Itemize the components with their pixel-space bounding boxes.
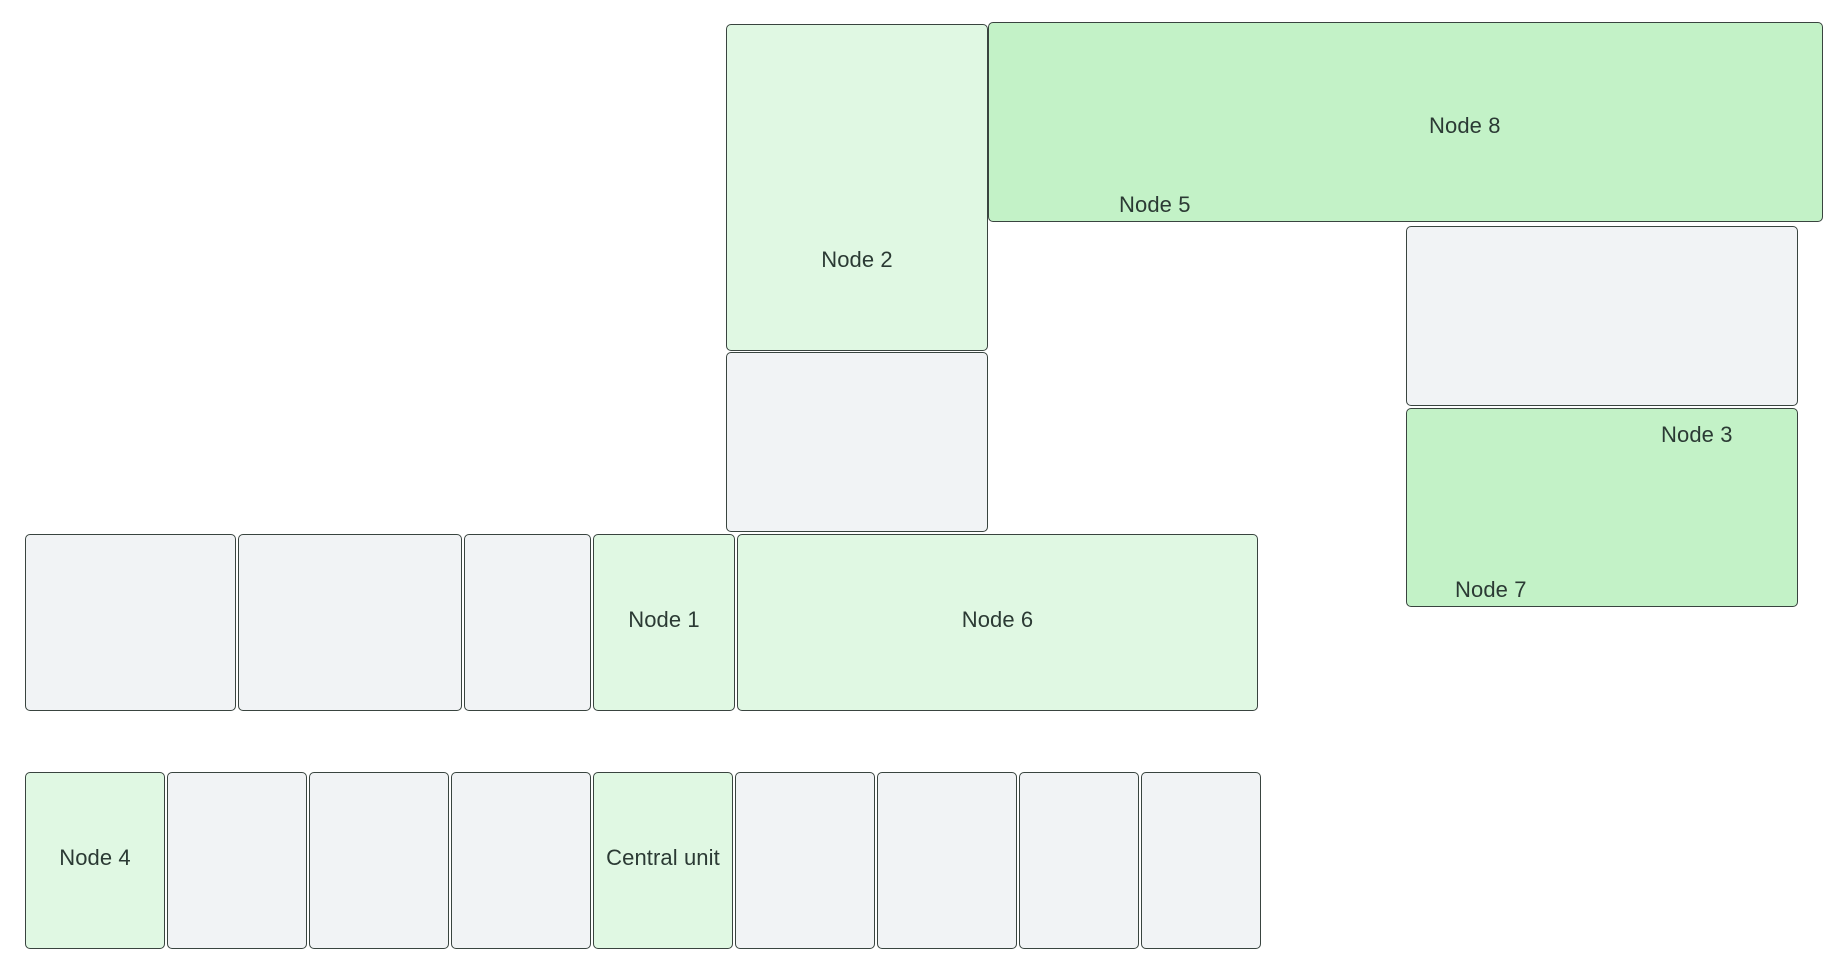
node-1-label: Node 1 [628,607,700,632]
node-box-central-unit[interactable]: Central unit [593,772,733,949]
central-unit-label: Central unit [606,845,720,870]
node-box-node-6[interactable]: Node 6 [737,534,1258,711]
node-box-node-3-7[interactable]: Node 3 Node 7 [1406,408,1798,607]
node-box-bottom-cell-7[interactable] [877,772,1017,949]
node-box-bottom-cell-8[interactable] [1019,772,1139,949]
node-3-label: Node 3 [1661,422,1733,447]
node-box-node-2[interactable]: Node 2 [726,24,988,351]
node-box-blank-middle-column[interactable] [726,352,988,532]
node-box-bottom-cell-6[interactable] [735,772,875,949]
node-box-blank-right-upper[interactable] [1406,226,1798,406]
node-box-mid-cell-1[interactable] [25,534,236,711]
node-box-bottom-cell-4[interactable] [451,772,591,949]
node-box-mid-cell-3[interactable] [464,534,591,711]
node-4-label: Node 4 [59,845,131,870]
node-6-label: Node 6 [961,607,1034,632]
node-2-label: Node 2 [821,247,893,272]
node-box-node-1[interactable]: Node 1 [593,534,735,711]
node-box-node-4[interactable]: Node 4 [25,772,165,949]
node-box-bottom-cell-3[interactable] [309,772,449,949]
node-box-node-5-8[interactable]: Node 8 Node 5 [988,22,1823,222]
node-box-mid-cell-2[interactable] [238,534,462,711]
node-box-bottom-cell-9[interactable] [1141,772,1261,949]
node-5-label: Node 5 [1119,192,1191,217]
node-8-label: Node 8 [1429,113,1501,138]
node-box-bottom-cell-2[interactable] [167,772,307,949]
node-7-label: Node 7 [1455,577,1527,602]
